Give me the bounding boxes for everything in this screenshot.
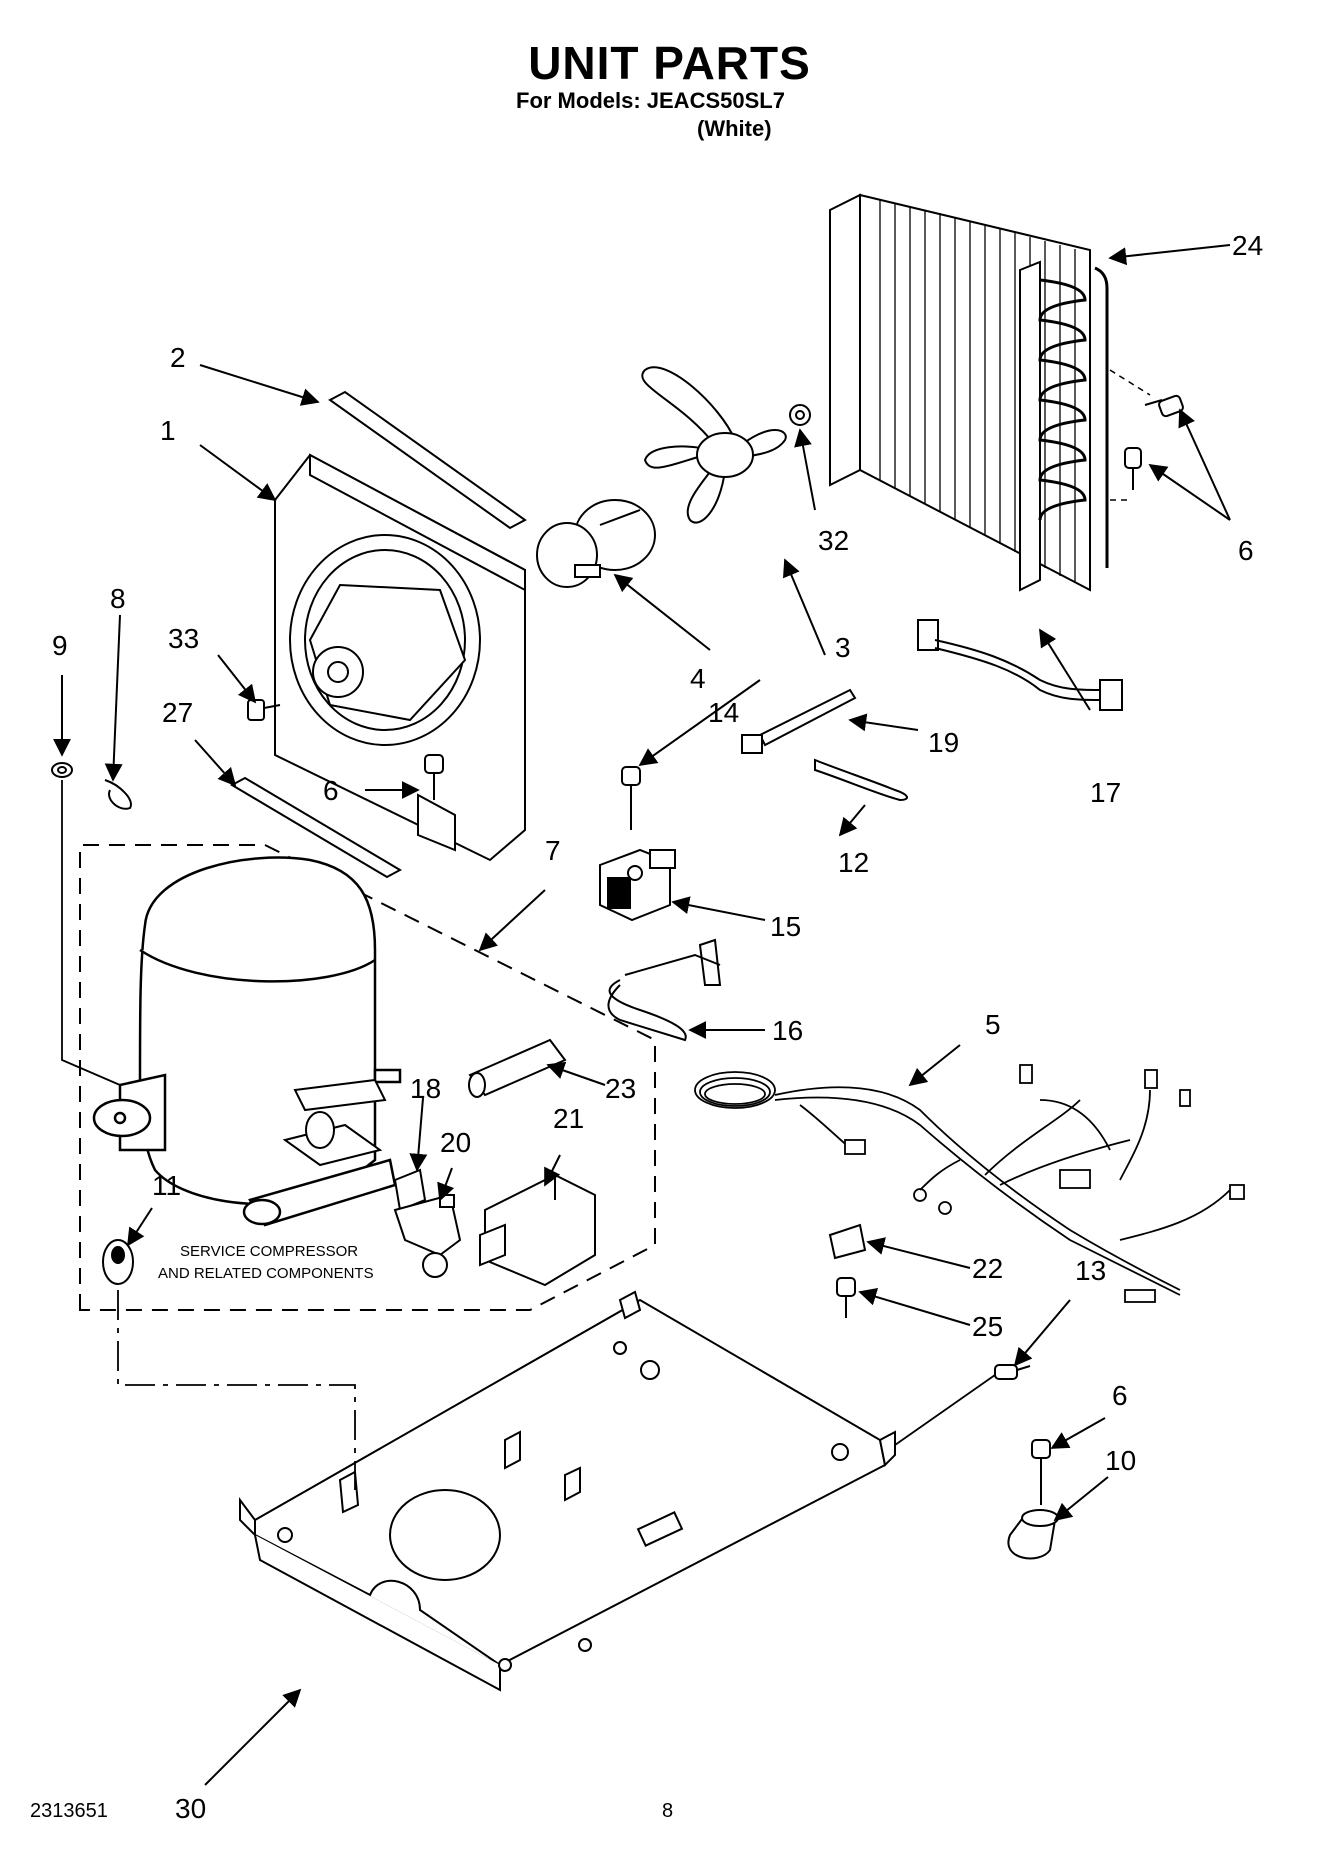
callout-8: 8 bbox=[110, 583, 126, 614]
callout-3: 3 bbox=[835, 632, 851, 663]
callout-21: 21 bbox=[553, 1103, 584, 1134]
compressor-bracket bbox=[282, 1078, 387, 1167]
grommet-9 bbox=[51, 762, 73, 778]
clip-22 bbox=[828, 1223, 867, 1260]
callout-4: 4 bbox=[690, 663, 706, 694]
callout-7: 7 bbox=[545, 835, 561, 866]
callout-1: 1 bbox=[160, 415, 176, 446]
washer-32 bbox=[789, 404, 811, 426]
compressor bbox=[92, 856, 402, 1227]
callout-22: 22 bbox=[972, 1253, 1003, 1284]
callout-6-condenser: 6 bbox=[1238, 535, 1254, 566]
screw-6-condenser bbox=[1124, 394, 1184, 490]
callout-17: 17 bbox=[1090, 777, 1121, 808]
callout-16: 16 bbox=[772, 1015, 803, 1046]
main-wire-harness bbox=[694, 1064, 1245, 1303]
fan-blade bbox=[641, 366, 787, 524]
assembly-leader-lines bbox=[61, 780, 996, 1490]
page-number: 8 bbox=[662, 1800, 674, 1822]
callout-33: 33 bbox=[168, 623, 199, 654]
filter-drier bbox=[468, 1038, 567, 1098]
callout-2: 2 bbox=[170, 342, 186, 373]
callout-10: 10 bbox=[1105, 1445, 1136, 1476]
service-compressor-group bbox=[79, 844, 656, 1311]
callout-13: 13 bbox=[1075, 1255, 1106, 1286]
callout-24: 24 bbox=[1232, 230, 1263, 261]
screw-6-clamp bbox=[1031, 1439, 1051, 1505]
callout-19: 19 bbox=[928, 727, 959, 758]
callout-27: 27 bbox=[162, 697, 193, 728]
overload-clip-18 bbox=[393, 1168, 427, 1212]
callout-6-clamp: 6 bbox=[1112, 1380, 1128, 1411]
fan-shroud bbox=[274, 453, 526, 862]
callout-9: 9 bbox=[52, 630, 68, 661]
condenser bbox=[829, 193, 1151, 592]
callout-23: 23 bbox=[605, 1073, 636, 1104]
fan-motor bbox=[536, 499, 656, 588]
clip-8 bbox=[104, 779, 132, 810]
callout-arrows bbox=[53, 244, 1231, 1786]
wire-harness-17 bbox=[917, 619, 1123, 711]
heater-bracket bbox=[607, 938, 722, 1042]
models-line: For Models: JEACS50SL7 bbox=[516, 88, 785, 113]
callout-32: 32 bbox=[818, 525, 849, 556]
service-note-line-1: SERVICE COMPRESSOR bbox=[180, 1243, 358, 1260]
callout-6-shroud: 6 bbox=[323, 775, 339, 806]
callout-25: 25 bbox=[972, 1311, 1003, 1342]
screw-13 bbox=[994, 1364, 1031, 1380]
page-title: UNIT PARTS bbox=[528, 37, 811, 89]
shroud-gasket bbox=[328, 390, 527, 530]
base-pan bbox=[239, 1290, 896, 1692]
tubing-12 bbox=[814, 758, 908, 802]
callout-18: 18 bbox=[410, 1073, 441, 1104]
gasket-strip-27 bbox=[229, 776, 403, 879]
callout-30: 30 bbox=[175, 1793, 206, 1824]
service-note-line-2: AND RELATED COMPONENTS bbox=[158, 1265, 374, 1282]
document-number: 2313651 bbox=[30, 1800, 108, 1822]
callout-11: 11 bbox=[152, 1170, 181, 1201]
cable-tie bbox=[741, 688, 857, 754]
callout-12: 12 bbox=[838, 847, 869, 878]
mount-11 bbox=[102, 1239, 134, 1285]
screw-14 bbox=[621, 766, 641, 830]
callout-15: 15 bbox=[770, 911, 801, 942]
screw-25 bbox=[836, 1277, 856, 1318]
screw-6-shroud bbox=[424, 754, 444, 800]
terminal-cover-21 bbox=[479, 1173, 596, 1287]
callout-20: 20 bbox=[440, 1127, 471, 1158]
callout-labels: 2 1 8 9 33 27 6 7 18 20 21 23 11 14 4 3 … bbox=[52, 230, 1263, 1824]
callout-14: 14 bbox=[708, 697, 739, 728]
color-line: (White) bbox=[697, 116, 772, 141]
clamp-10 bbox=[1007, 1509, 1059, 1560]
callout-5: 5 bbox=[985, 1009, 1001, 1040]
solenoid-coil bbox=[599, 848, 676, 922]
relay-20 bbox=[393, 1193, 462, 1278]
